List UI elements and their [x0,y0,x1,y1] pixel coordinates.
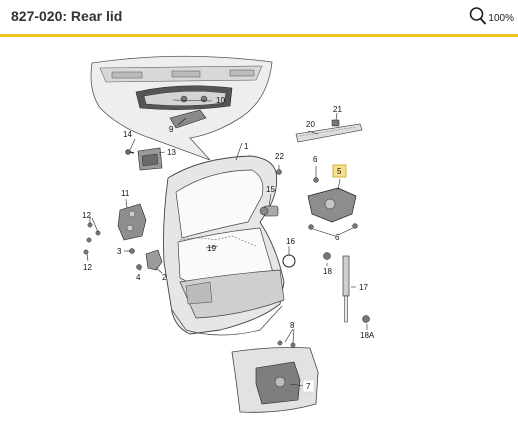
part-2 [145,249,163,271]
header: 827-020: Rear lid 100% [0,0,518,34]
part-17-strut [342,255,350,323]
part-18a [362,315,370,323]
callout-3: 3 [117,247,122,256]
callout-5: 5 [337,167,342,176]
callout-16: 16 [286,237,295,246]
lower-lock-detail [231,340,319,413]
callout-22: 22 [275,152,284,161]
part-16 [282,254,296,268]
part-3 [129,248,135,254]
part-13 [137,147,163,171]
header-divider [0,34,518,37]
callout-1: 1 [244,142,249,151]
callout-11: 11 [121,189,130,198]
part-22 [276,169,282,175]
part-6 [308,177,358,230]
callout-10: 10 [216,96,225,105]
callout-14: 14 [123,130,132,139]
part-20 [295,123,363,143]
magnifier-icon [470,7,487,25]
part-21 [331,119,340,127]
leader-lines [86,99,368,387]
callout-12-upper: 12 [82,211,91,220]
callout-21: 21 [333,105,342,114]
part-15 [259,205,279,217]
callout-6-lower: 6 [335,233,340,242]
callout-12-lower: 12 [83,263,92,272]
rear-lid-diagram: 10 9 1 14 13 11 12 12 3 4 2 19 15 16 22 … [82,55,375,413]
inset-bubble [90,55,273,161]
zoom-level: 100% [488,12,514,24]
callout-19: 19 [207,244,216,253]
zoom-button[interactable]: 100% [469,5,514,27]
callout-4: 4 [136,273,141,282]
part-14 [125,149,135,155]
callout-13: 13 [167,148,176,157]
part-12 [83,222,101,255]
callout-9: 9 [169,125,174,134]
part-5-lock [307,187,357,223]
part-18 [323,252,331,260]
callout-18a: 18A [360,331,375,340]
exploded-diagram: 10 9 1 14 13 11 12 12 3 4 2 19 15 16 22 … [0,37,518,438]
callout-2: 2 [162,273,167,282]
callout-6-upper: 6 [313,155,318,164]
callout-8: 8 [290,321,295,330]
part-11 [117,203,147,241]
callout-5-highlight [332,164,347,178]
rear-lid-panel [163,155,285,336]
page-title: 827-020: Rear lid [11,8,123,24]
callout-15: 15 [266,185,275,194]
part-4 [136,264,142,270]
callouts: 10 9 1 14 13 11 12 12 3 4 2 19 15 16 22 … [82,96,375,393]
callout-7-box [302,379,315,393]
callout-18: 18 [323,267,332,276]
callout-17: 17 [359,283,368,292]
callout-20: 20 [306,120,315,129]
callout-7: 7 [306,382,311,391]
